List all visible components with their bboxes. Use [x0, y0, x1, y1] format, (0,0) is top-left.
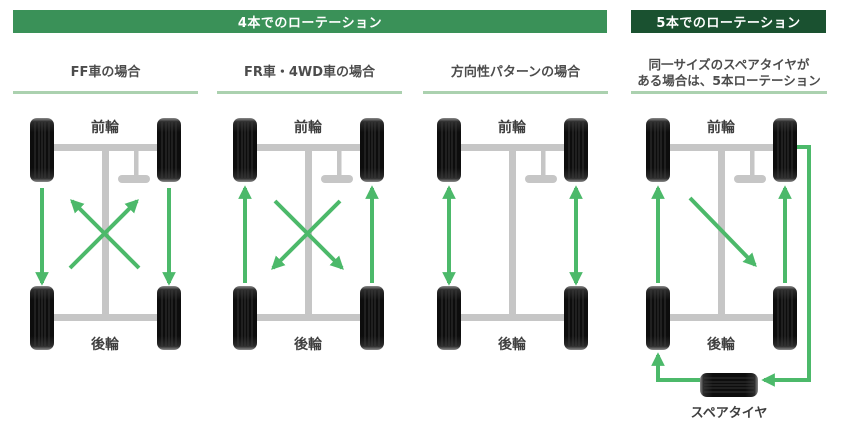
rotation-arrows [442, 185, 583, 286]
steering-column [750, 151, 755, 178]
diagram-title-ff-line1: FF車の場合 [70, 64, 141, 80]
rear-wheel-label: 後輪 [91, 336, 120, 353]
tire-front-right [773, 118, 797, 182]
tire-rear-right [564, 286, 588, 350]
tire-rear-left [646, 286, 670, 350]
title-underline-directional [423, 91, 608, 94]
diagram-title-directional: 方向性パターンの場合 [423, 54, 608, 90]
diagram-title-directional-line1: 方向性パターンの場合 [450, 64, 581, 80]
five-tire-rotation-diagram: 前輪後輪スペアタイヤ [633, 108, 829, 425]
rotation-arrows [651, 145, 811, 387]
rotation-arrow [271, 199, 342, 270]
rotation-arrows [238, 185, 379, 283]
rotation-arrow [761, 145, 811, 387]
front-wheel-label: 前輪 [294, 119, 323, 136]
car-chassis [449, 144, 576, 321]
tire-front-left [30, 118, 54, 182]
tire-front-left [646, 118, 670, 182]
rear-wheel-label: 後輪 [498, 336, 527, 353]
front-wheel-label: 前輪 [91, 119, 120, 136]
steering-wheel [734, 175, 766, 183]
rotation-arrow [651, 352, 700, 382]
tire-rear-right [773, 286, 797, 350]
tire-front-left [437, 118, 461, 182]
rotation-arrow [70, 199, 141, 270]
diagram-title-five-tire: 同一サイズのスペアタイヤが ある場合は、5本ローテーション [631, 54, 827, 90]
diagram-title-five-tire-line1: 同一サイズのスペアタイヤが [648, 56, 810, 72]
four-tire-rotation-header: 4本でのローテーション [13, 10, 607, 33]
diagram-title-five-tire-line2: ある場合は、5本ローテーション [637, 72, 821, 88]
tire-rear-left [30, 286, 54, 350]
rear-wheel-label: 後輪 [294, 336, 323, 353]
front-wheel-label: 前輪 [707, 119, 736, 136]
tire-front-right [564, 118, 588, 182]
ff-rotation-diagram: 前輪後輪 [17, 108, 213, 425]
tire-rear-left [437, 286, 461, 350]
title-underline-ff [13, 91, 198, 94]
steering-wheel [321, 175, 353, 183]
title-underline-fr-4wd [217, 91, 402, 94]
steering-wheel [525, 175, 557, 183]
directional-rotation-diagram: 前輪後輪 [424, 108, 620, 425]
tire-front-right [360, 118, 384, 182]
diagram-title-fr-4wd-line1: FR車・4WD車の場合 [243, 64, 376, 80]
spare-tire [700, 373, 758, 397]
diagram-title-ff: FF車の場合 [13, 54, 198, 90]
spare-tire-label: スペアタイヤ [691, 406, 768, 421]
title-underline-five-tire [631, 91, 827, 94]
rotation-arrow [688, 196, 757, 267]
steering-column [134, 151, 139, 178]
fr-4wd-rotation-diagram: 前輪後輪 [220, 108, 416, 425]
five-tire-rotation-header: 5本でのローテーション [631, 10, 826, 33]
rear-wheel-label: 後輪 [707, 336, 736, 353]
tire-front-left [233, 118, 257, 182]
tire-front-right [157, 118, 181, 182]
tire-rear-right [157, 286, 181, 350]
tire-rear-left [233, 286, 257, 350]
steering-column [337, 151, 342, 178]
steering-column [541, 151, 546, 178]
diagram-title-fr-4wd: FR車・4WD車の場合 [217, 54, 402, 90]
front-wheel-label: 前輪 [498, 119, 527, 136]
rotation-arrows [35, 188, 176, 286]
tire-rear-right [360, 286, 384, 350]
steering-wheel [118, 175, 150, 183]
